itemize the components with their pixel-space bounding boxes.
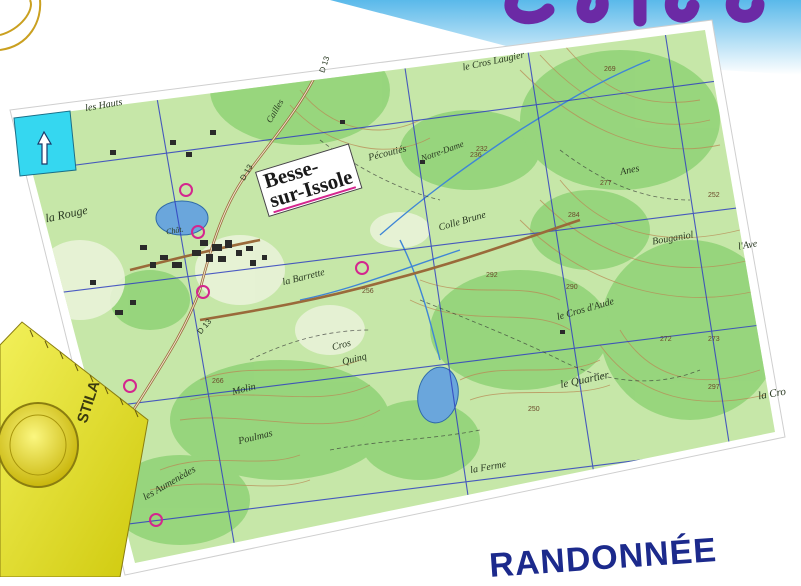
altitude-label: 250 [528,406,540,413]
north-arrow-icon [13,110,77,177]
altitude-label: 252 [708,192,720,199]
title-fragment [504,0,765,27]
altitude-label: 284 [568,212,580,219]
altitude-label: 290 [566,284,578,291]
altitude-label: 277 [600,180,612,187]
altitude-label: 272 [660,336,672,343]
altitude-label: 273 [708,336,720,343]
altitude-label: 256 [362,288,374,295]
altitude-label: 292 [486,272,498,279]
corner-doodle [0,0,42,51]
altitude-label: 236 [470,152,482,159]
altitude-label: 297 [708,384,720,391]
compass-ruler [0,321,149,577]
altitude-label: 269 [604,66,616,73]
altitude-label: 232 [476,146,488,153]
altitude-label: 266 [212,378,224,385]
pond [417,366,459,424]
